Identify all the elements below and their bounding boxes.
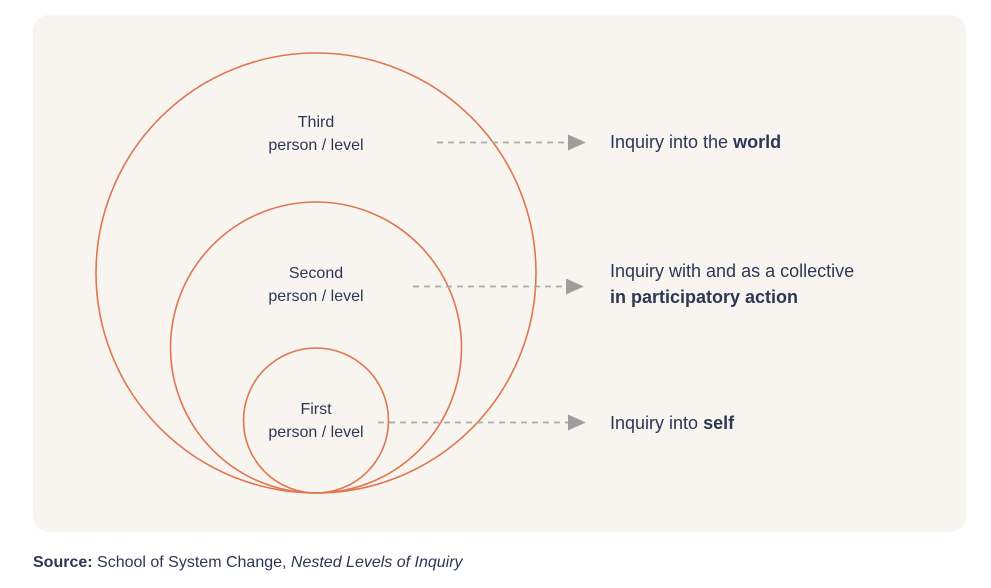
label-first-line1: First [300,401,332,418]
diagram-card [33,15,966,532]
annotation-world-bold: world [733,132,782,152]
annotation-collective-line2: in participatory action [610,287,799,307]
source-text: School of System Change, [92,554,291,571]
label-first-person-level: First person / level [216,398,416,444]
source-title: Nested Levels of Inquiry [290,554,463,571]
label-second-line2: person / level [268,288,364,305]
annotation-inquiry-self: Inquiry into self [610,410,734,436]
label-second-person-level: Second person / level [216,262,416,308]
annotation-world-regular: Inquiry into the [610,132,734,152]
annotation-collective-line1: Inquiry with and as a collective [610,261,855,281]
source-label: Source: [33,554,93,571]
source-attribution: Source: School of System Change, Nested … [33,553,463,573]
label-third-line2: person / level [268,137,364,154]
annotation-self-bold: self [703,413,735,433]
annotation-inquiry-world: Inquiry into the world [610,129,781,155]
annotation-inquiry-collective: Inquiry with and as a collective in part… [610,258,854,310]
label-first-line2: person / level [268,424,364,441]
label-third-line1: Third [297,114,335,131]
label-second-line1: Second [288,265,344,282]
label-third-person-level: Third person / level [216,111,416,157]
annotation-self-regular: Inquiry into [610,413,704,433]
circle-first-person [242,347,390,494]
